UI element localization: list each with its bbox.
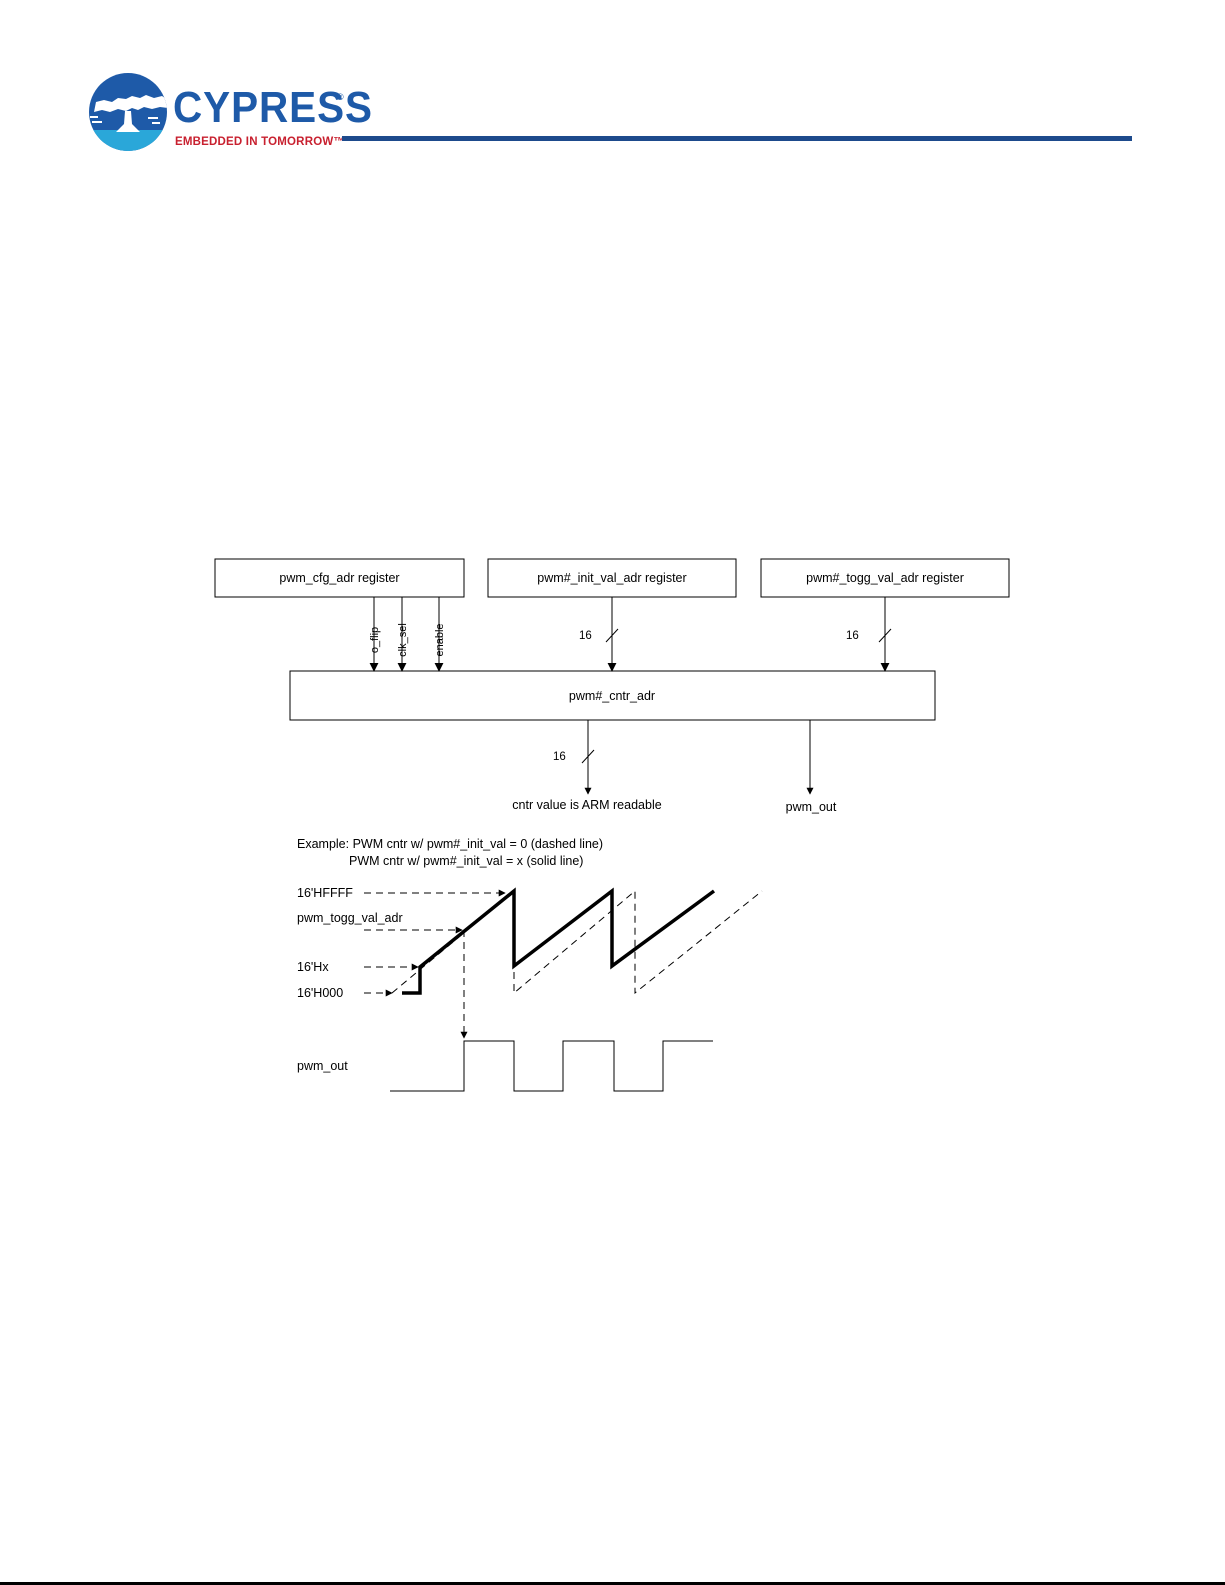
readout-label: cntr value is ARM readable [512, 798, 661, 812]
level-label-togg: pwm_togg_val_adr [297, 911, 403, 925]
brand-wordmark: CYPRESS [173, 83, 373, 132]
waveform-pwm-out-label: pwm_out [297, 1059, 348, 1073]
cfg-register-box [214, 558, 465, 598]
level-label-zero: 16'H000 [297, 986, 343, 1000]
counter-box [289, 670, 936, 721]
init-register-box [487, 558, 737, 598]
pwm-out-label: pwm_out [786, 800, 837, 814]
counter-label: pwm#_cntr_adr [569, 689, 655, 703]
togg-register-box [760, 558, 1010, 598]
level-label-x: 16'Hx [297, 960, 329, 974]
sawtooth-init-zero-line [391, 889, 763, 995]
init-bus-slash [605, 628, 619, 643]
pwm-out-waveform [390, 1040, 713, 1092]
readout-bus-width: 16 [553, 751, 566, 763]
sawtooth-init-x-line [402, 887, 716, 995]
readout-bus-slash [581, 749, 595, 764]
signal-label-clk-sel: clk_sel [397, 623, 409, 657]
cypress-tree-logo-icon [89, 73, 167, 151]
togg-bus-width: 16 [846, 630, 859, 642]
signal-label-enable: enable [434, 623, 446, 656]
togg-register-label: pwm#_togg_val_adr register [806, 571, 964, 585]
init-register-label: pwm#_init_val_adr register [537, 571, 686, 585]
registered-mark: ® [337, 92, 344, 102]
togg-bus-slash [878, 628, 892, 643]
example-caption-line1: Example: PWM cntr w/ pwm#_init_val = 0 (… [297, 837, 603, 851]
header-rule [342, 136, 1132, 141]
signal-label-o-flip: o_flip [369, 627, 381, 653]
cfg-register-label: pwm_cfg_adr register [279, 571, 399, 585]
example-caption-line2: PWM cntr w/ pwm#_init_val = x (solid lin… [349, 854, 583, 868]
page-header: CYPRESS ® EMBEDDED IN TOMORROW™ [0, 0, 1225, 160]
brand-tagline: EMBEDDED IN TOMORROW™ [175, 136, 346, 148]
footer-rule [0, 1582, 1225, 1585]
init-bus-width: 16 [579, 630, 592, 642]
level-label-max: 16'HFFFF [297, 886, 353, 900]
